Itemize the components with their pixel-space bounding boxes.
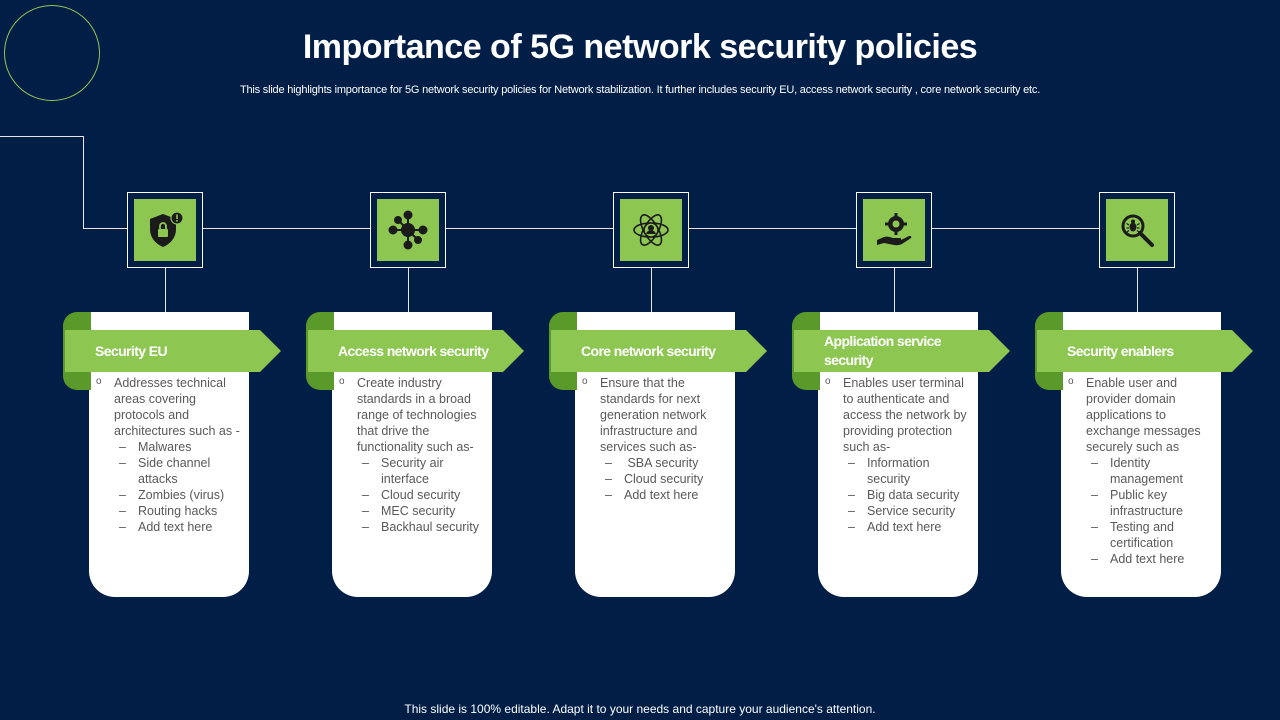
- tab-application-service-security: Application service security: [794, 330, 1010, 372]
- icon-frame-access-network: [370, 192, 446, 268]
- list-item: Add text here: [823, 519, 973, 535]
- page-subtitle: This slide highlights importance for 5G …: [239, 84, 1041, 96]
- network-hub-icon: [377, 199, 439, 261]
- card-intro: Addresses technical areas covering proto…: [94, 374, 244, 439]
- card-heading: Application service security: [824, 333, 942, 368]
- connector-line: [408, 268, 409, 312]
- card-intro: Create industry standards in a broad ran…: [337, 374, 487, 455]
- list-item: Service security: [823, 503, 973, 519]
- icon-frame-application-service: [856, 192, 932, 268]
- connector-line: [165, 268, 166, 312]
- decorative-circle: [4, 5, 100, 101]
- card-heading: Security EU: [95, 342, 168, 359]
- list-item: Cloud security: [337, 487, 487, 503]
- atom-user-icon: [620, 199, 682, 261]
- list-item: Malwares: [94, 439, 244, 455]
- card-heading: Access network security: [338, 342, 489, 359]
- list-item: Add text here: [94, 519, 244, 535]
- card-heading: Security enablers: [1067, 342, 1174, 359]
- list-item: Security air interface: [337, 455, 487, 487]
- connector-line: [83, 136, 84, 229]
- list-item: Testing and certification: [1066, 519, 1216, 551]
- card-intro: Enables user terminal to authenticate an…: [823, 374, 973, 455]
- list-item: MEC security: [337, 503, 487, 519]
- list-item: Backhaul security: [337, 519, 487, 535]
- tab-core-network-security: Core network security: [551, 330, 767, 372]
- list-item: Add text here: [580, 487, 730, 503]
- tab-access-network-security: Access network security: [308, 330, 524, 372]
- list-item: Identity management: [1066, 455, 1216, 487]
- card-intro: Ensure that the standards for next gener…: [580, 374, 730, 455]
- list-item: Side channel attacks: [94, 455, 244, 487]
- list-item: Routing hacks: [94, 503, 244, 519]
- connector-line: [83, 228, 1100, 229]
- connector-line: [651, 268, 652, 312]
- connector-line: [0, 136, 83, 137]
- tab-security-enablers: Security enablers: [1037, 330, 1253, 372]
- card-body: Create industry standards in a broad ran…: [337, 374, 487, 535]
- icon-frame-security-eu: [127, 192, 203, 268]
- list-item: Information security: [823, 455, 973, 487]
- card-intro: Enable user and provider domain applicat…: [1066, 374, 1216, 455]
- icon-frame-core-network: [613, 192, 689, 268]
- shield-lock-icon: [134, 199, 196, 261]
- list-item: Public key infrastructure: [1066, 487, 1216, 519]
- connector-line: [1137, 268, 1138, 312]
- list-item: Cloud security: [580, 471, 730, 487]
- connector-line: [894, 268, 895, 312]
- card-body: Ensure that the standards for next gener…: [580, 374, 730, 503]
- hand-gear-icon: [863, 199, 925, 261]
- footer-note: This slide is 100% editable. Adapt it to…: [404, 702, 876, 716]
- card-body: Enable user and provider domain applicat…: [1066, 374, 1216, 567]
- card-body: Addresses technical areas covering proto…: [94, 374, 244, 535]
- list-item: Add text here: [1066, 551, 1216, 567]
- card-body: Enables user terminal to authenticate an…: [823, 374, 973, 535]
- search-bug-icon: [1106, 199, 1168, 261]
- list-item: SBA security: [580, 455, 730, 471]
- list-item: Zombies (virus): [94, 487, 244, 503]
- tab-security-eu: Security EU: [65, 330, 281, 372]
- card-heading: Core network security: [581, 342, 716, 359]
- list-item: Big data security: [823, 487, 973, 503]
- icon-frame-security-enablers: [1099, 192, 1175, 268]
- page-title: Importance of 5G network security polici…: [302, 28, 978, 66]
